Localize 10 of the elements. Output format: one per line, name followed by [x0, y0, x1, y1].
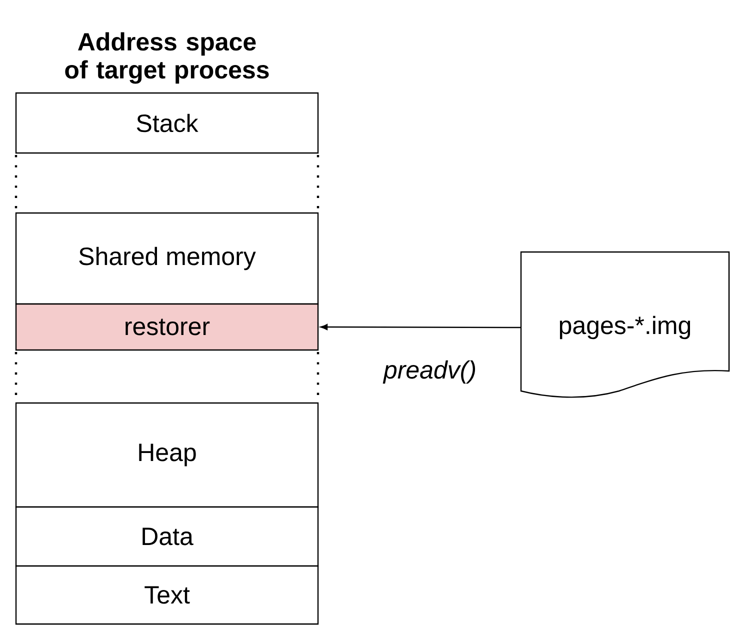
- title: Address space of target process: [65, 32, 269, 84]
- memory-segment: Text: [15, 565, 319, 625]
- memory-segment: Shared memory: [15, 212, 319, 305]
- memory-segment: Heap: [15, 402, 319, 508]
- memory-segment: Stack: [15, 92, 319, 154]
- file-document: pages-*.img: [520, 251, 730, 398]
- memory-segment: restorer: [15, 303, 319, 351]
- arrow: [320, 324, 521, 330]
- edge-label: preadv(): [382, 359, 478, 385]
- memory-segment: Data: [15, 506, 319, 567]
